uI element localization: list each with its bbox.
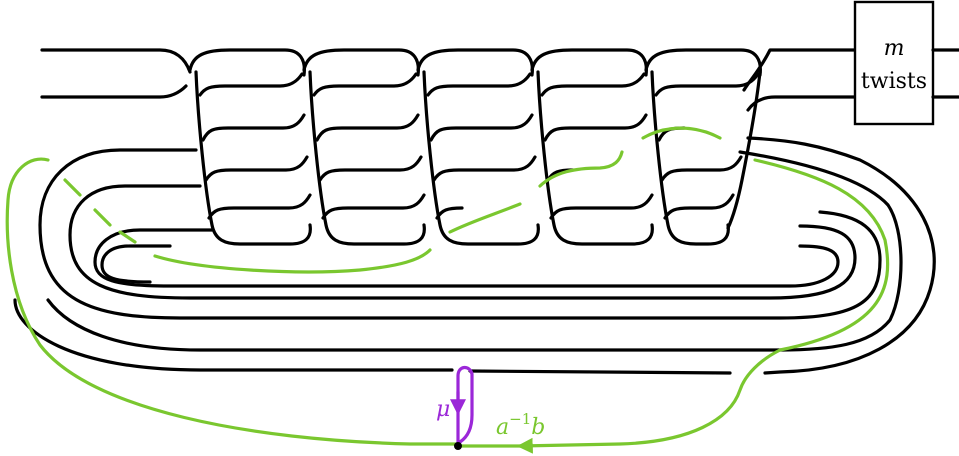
right-strands [931, 48, 959, 99]
meridian-label: μ [436, 397, 450, 422]
left-strands [40, 48, 192, 99]
twist-count-variable: m [884, 36, 905, 61]
green-curve [5, 126, 890, 454]
meridian-loop [450, 365, 474, 448]
outer-loops [13, 136, 936, 375]
twist-box-label: twists [861, 69, 927, 94]
basepoint-dot [454, 442, 462, 450]
word-label: a−1b [496, 410, 545, 440]
twist-box: m twists [853, 0, 935, 126]
twisted-band [188, 48, 857, 246]
